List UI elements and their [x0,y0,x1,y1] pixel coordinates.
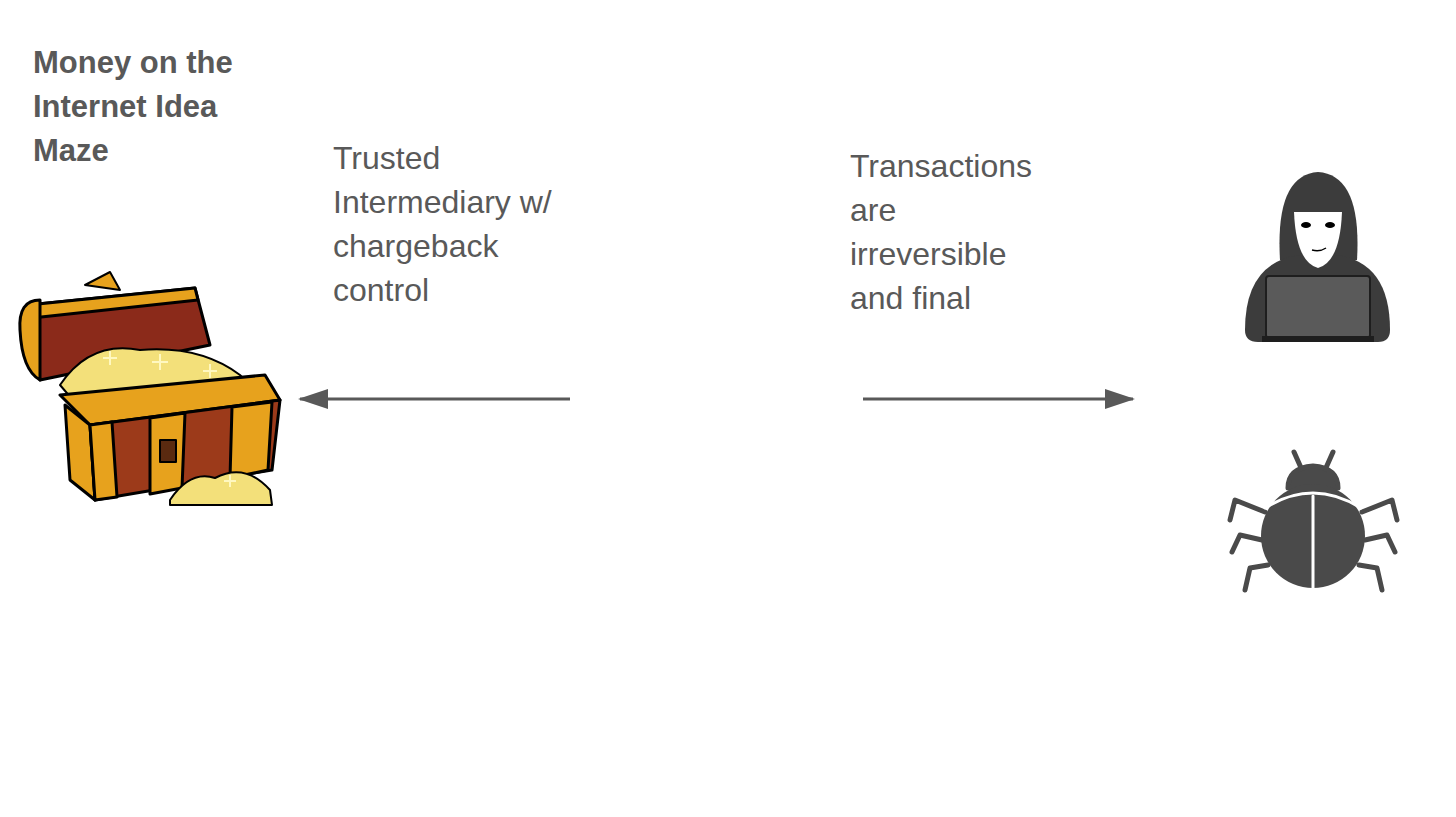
arrow-right [863,389,1135,409]
treasure-chest [20,272,280,505]
hacker-icon [1245,172,1390,342]
annotation-label: Trusted Intermediary w/ chargeback contr… [333,136,569,312]
arrow-left [298,389,570,409]
bug-icon [1230,452,1397,590]
diagram-title: Money on the Internet Idea Maze [33,41,278,173]
annotation-label: Transactions are irreversible and final [850,144,1060,320]
